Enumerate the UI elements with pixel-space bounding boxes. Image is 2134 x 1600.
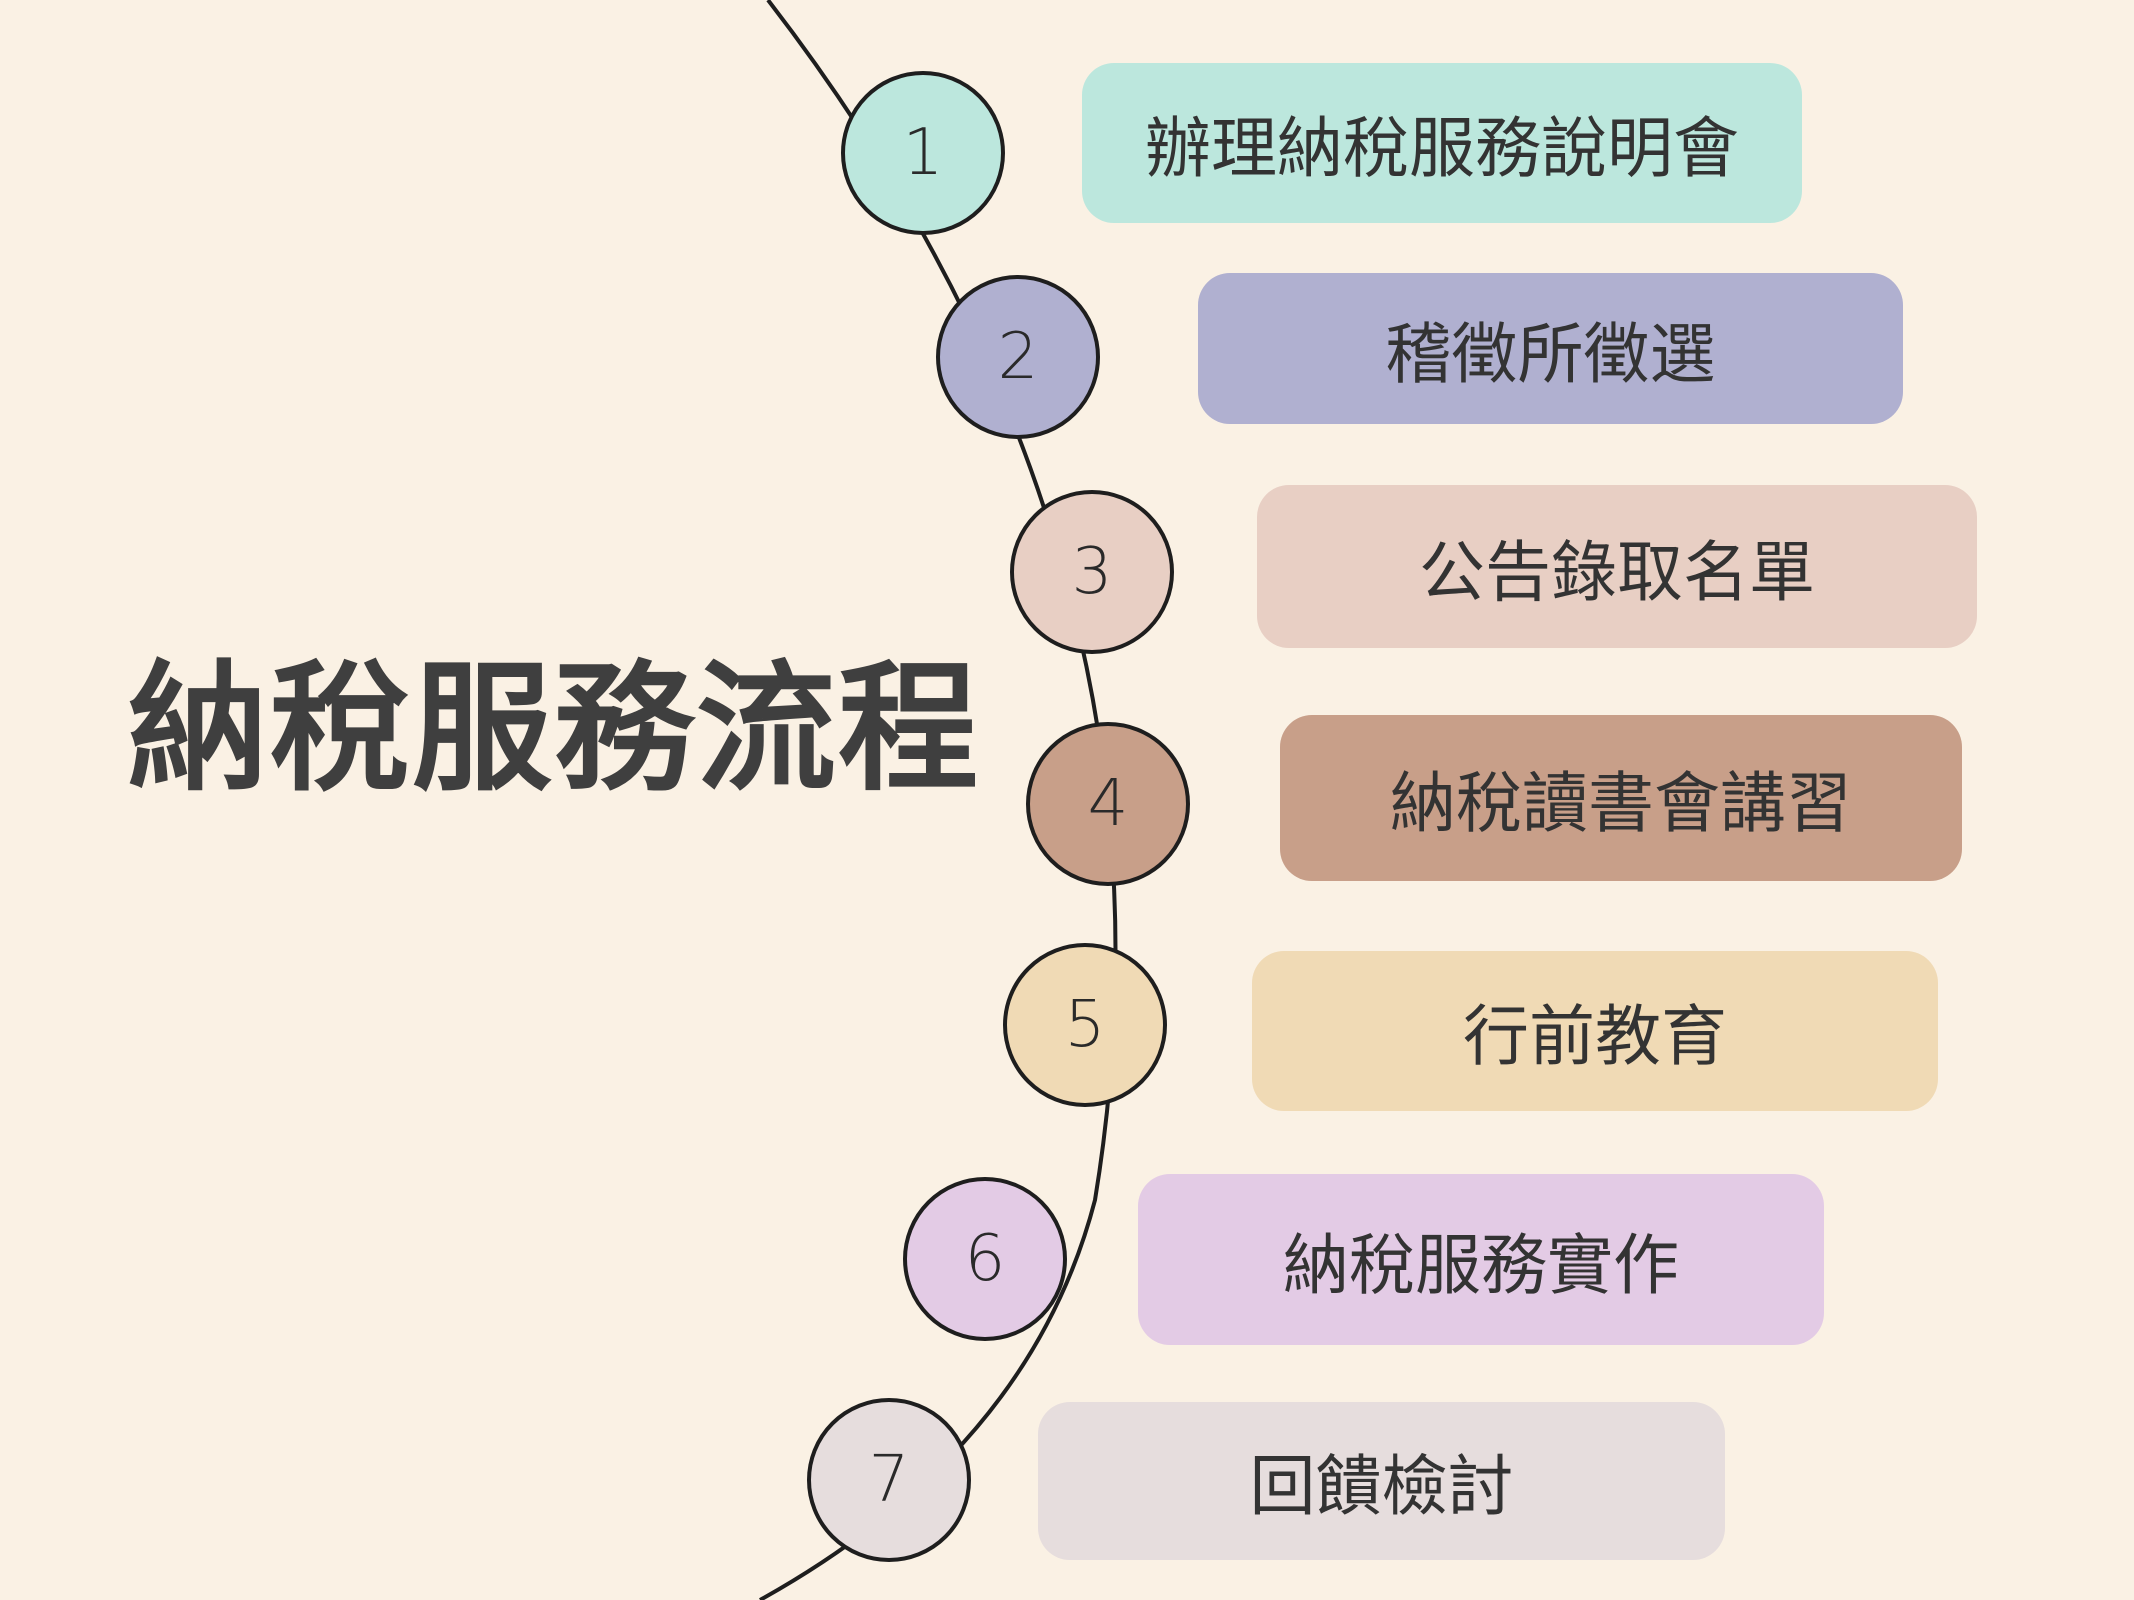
step-4-box: 納稅讀書會講習	[1280, 715, 1962, 881]
step-7-box: 回饋檢討	[1038, 1402, 1725, 1560]
step-3-box: 公告錄取名單	[1257, 485, 1977, 648]
step-6-box: 納稅服務實作	[1138, 1174, 1824, 1345]
step-1-box: 辦理納稅服務說明會	[1082, 63, 1802, 223]
step-3-circle: 3	[1010, 490, 1174, 654]
step-1-circle: 1	[841, 71, 1005, 235]
step-2-circle: 2	[936, 275, 1100, 439]
step-4-circle: 4	[1026, 722, 1190, 886]
step-5-circle: 5	[1003, 943, 1167, 1107]
diagram-title: 納稅服務流程	[128, 648, 981, 811]
step-2-box: 稽徵所徵選	[1198, 273, 1903, 424]
step-6-circle: 6	[903, 1177, 1067, 1341]
step-5-box: 行前教育	[1252, 951, 1938, 1111]
step-7-circle: 7	[807, 1398, 971, 1562]
